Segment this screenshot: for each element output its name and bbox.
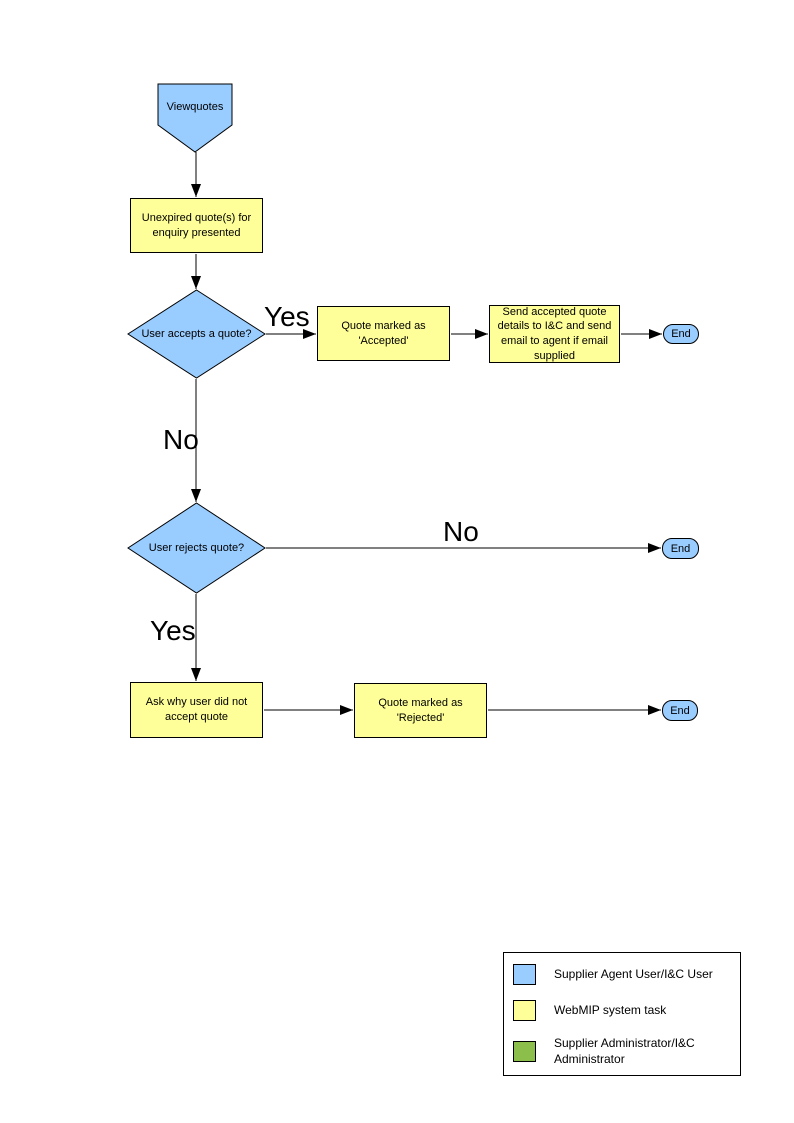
legend-box: Supplier Agent User/I&C User WebMIP syst… bbox=[503, 952, 741, 1076]
task-ask-why-not-accept: Ask why user did not accept quote bbox=[130, 682, 263, 738]
legend-swatch-blue bbox=[513, 964, 536, 985]
start-pentagon-shape bbox=[157, 83, 233, 153]
edge-label-accepts-yes: Yes bbox=[264, 301, 310, 332]
task-quote-marked-accepted: Quote marked as 'Accepted' bbox=[317, 306, 450, 361]
end-terminator-no-reject: End bbox=[662, 538, 699, 559]
edge-label-rejects-no: No bbox=[443, 516, 479, 547]
task-quote-marked-rejected: Quote marked as 'Rejected' bbox=[354, 683, 487, 738]
decision-accepts-label: User accepts a quote? bbox=[141, 327, 252, 340]
legend-swatch-yellow bbox=[513, 1000, 536, 1021]
legend-item-webmip-system-task: WebMIP system task bbox=[513, 1000, 739, 1021]
end-terminator-reject: End bbox=[662, 700, 698, 721]
legend-label: WebMIP system task bbox=[554, 1002, 667, 1017]
decision-accepts-shape bbox=[127, 289, 266, 379]
legend-swatch-green bbox=[513, 1041, 536, 1063]
decision-rejects-label: User rejects quote? bbox=[148, 541, 245, 554]
task-send-accepted-details: Send accepted quote details to I&C and s… bbox=[489, 305, 620, 363]
edge-label-accepts-no: No bbox=[163, 424, 199, 455]
decision-rejects-shape bbox=[127, 502, 266, 594]
end-terminator-accept: End bbox=[663, 324, 699, 344]
legend-label: Supplier Administrator/I&C Administrator bbox=[554, 1036, 695, 1066]
legend-item-supplier-agent-user: Supplier Agent User/I&C User bbox=[513, 964, 739, 985]
legend-item-supplier-administrator: Supplier Administrator/I&C Administrator bbox=[513, 1036, 739, 1067]
edge-label-rejects-yes: Yes bbox=[150, 615, 196, 646]
task-unexpired-quotes: Unexpired quote(s) for enquiry presented bbox=[130, 198, 263, 253]
legend-label: Supplier Agent User/I&C User bbox=[554, 966, 713, 981]
start-node-label: Viewquotes bbox=[166, 100, 224, 113]
